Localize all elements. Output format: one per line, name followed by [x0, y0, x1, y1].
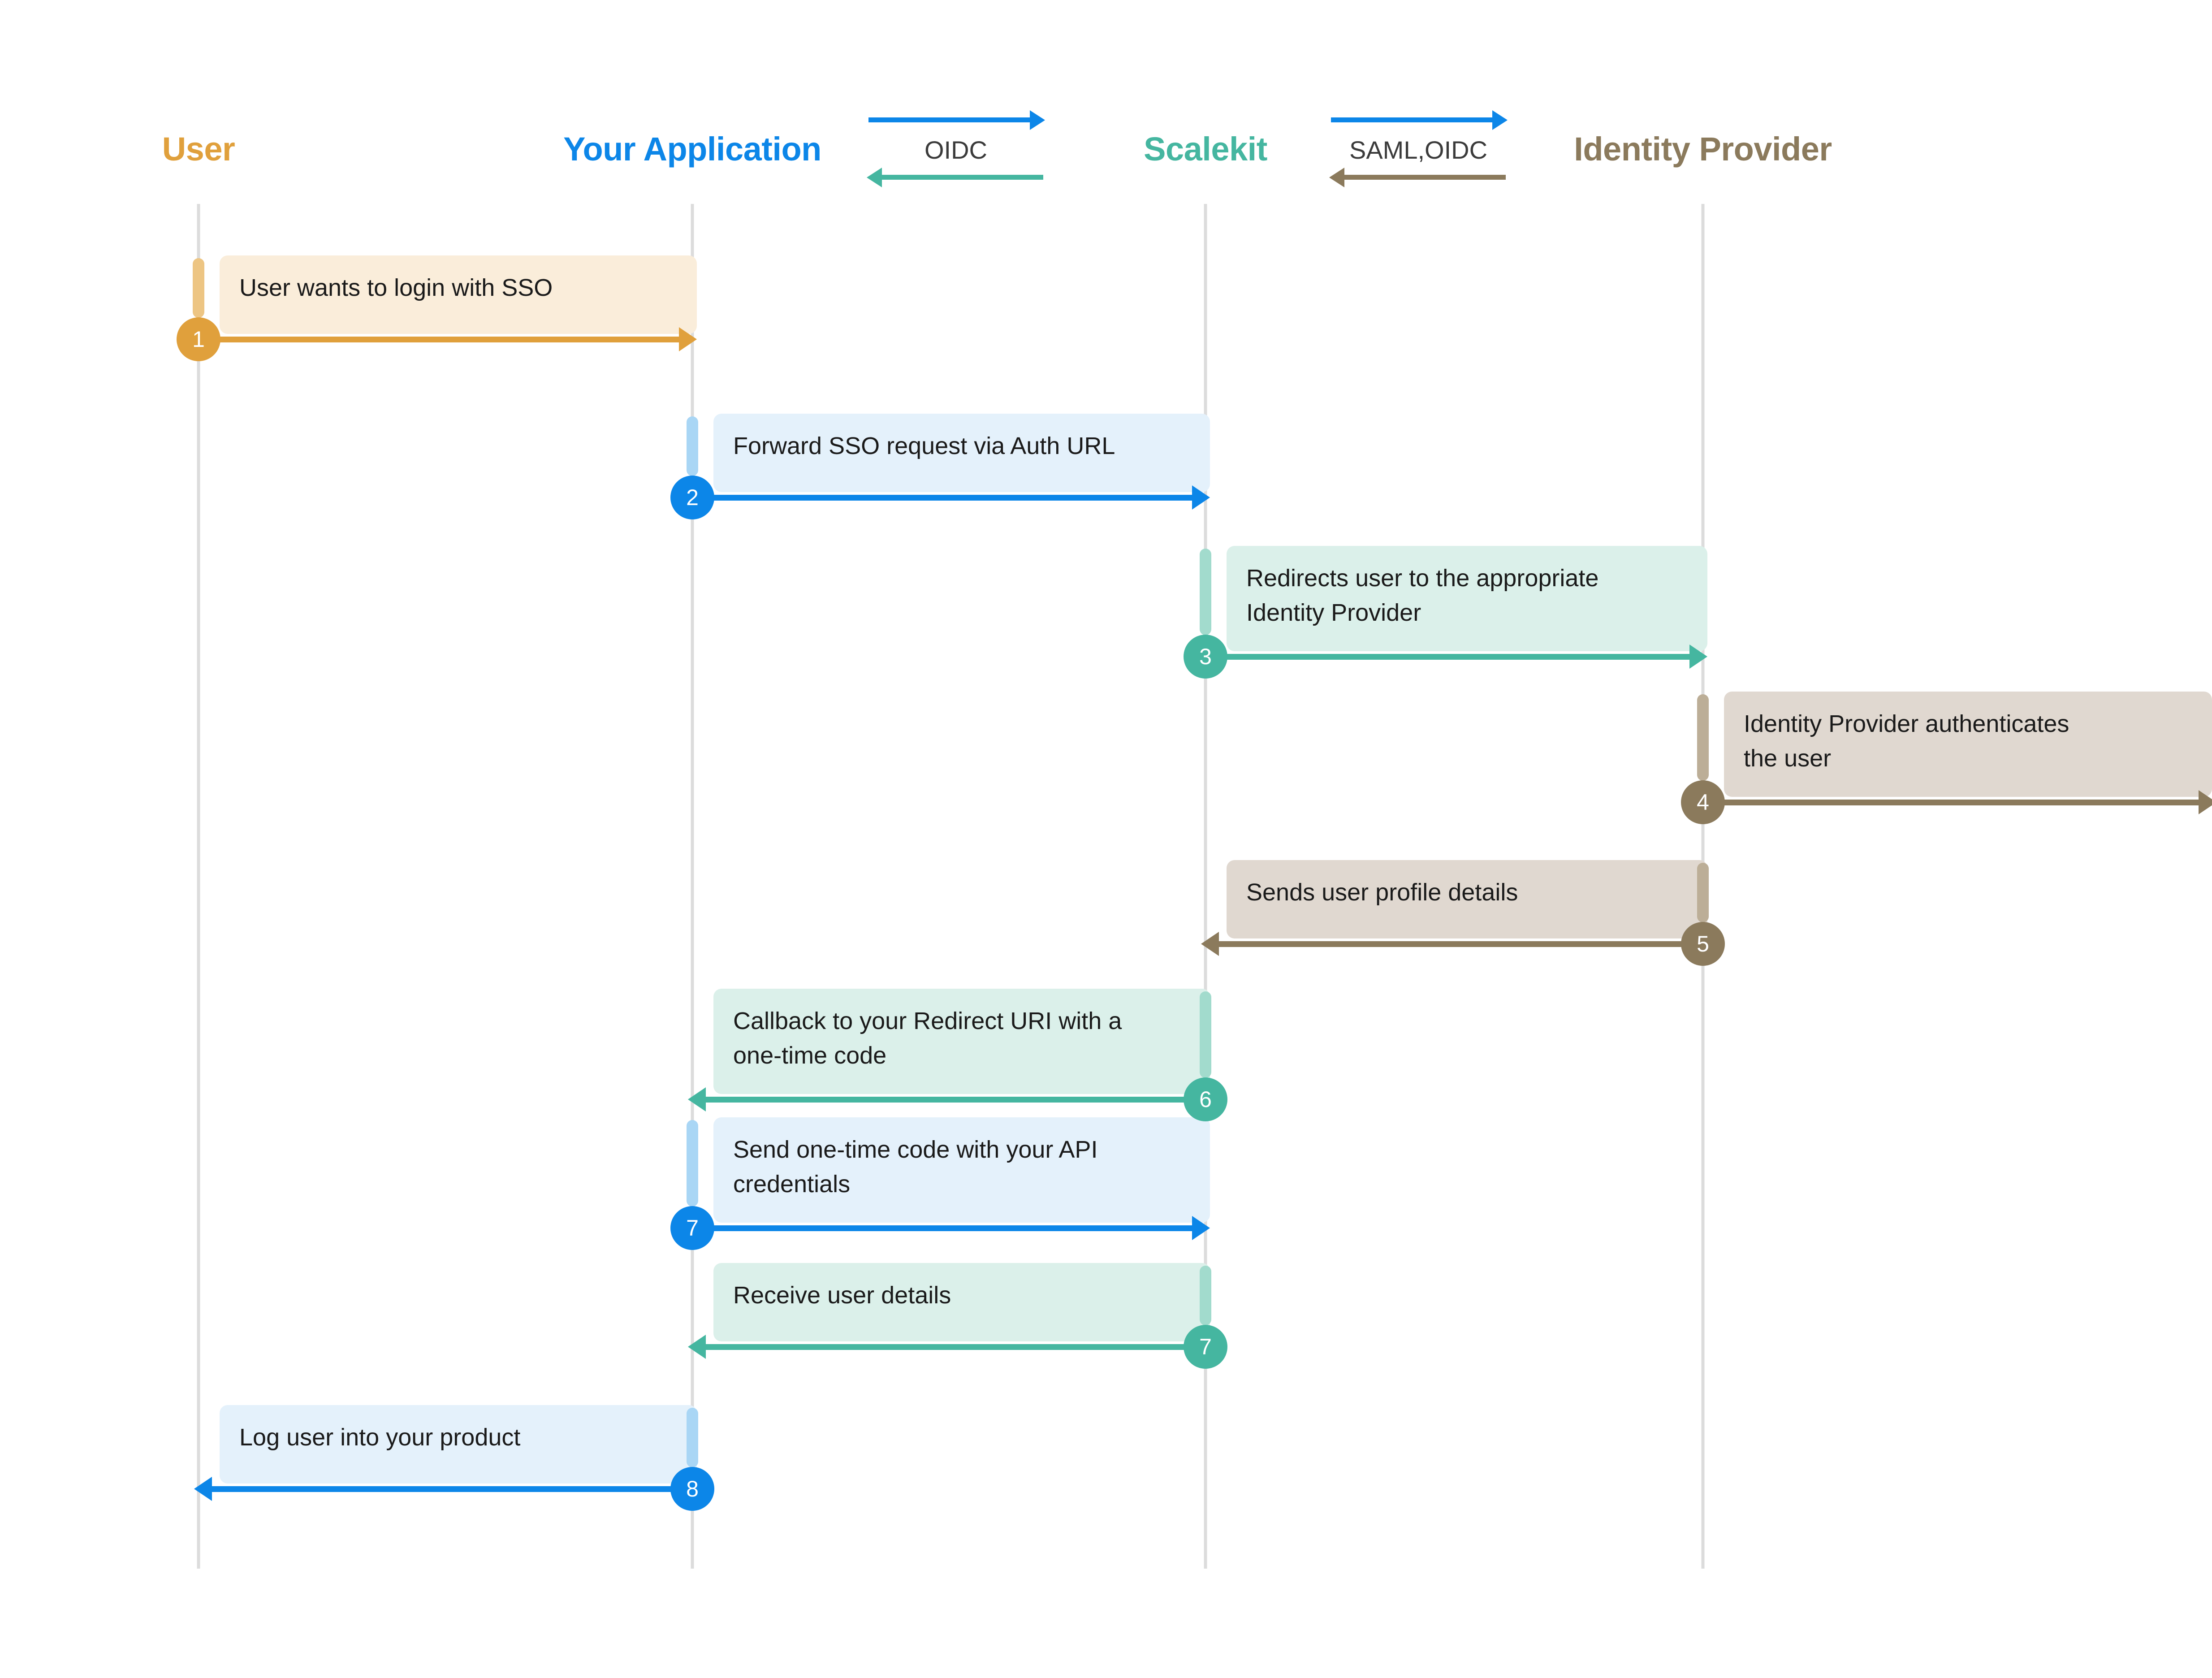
step-note-5-4: Sends user profile details	[1227, 860, 1707, 938]
activation-bar-user-0	[193, 258, 204, 318]
participant-label-application: Your Application	[563, 130, 821, 168]
step-badge-3-2[interactable]: 3	[1184, 635, 1227, 679]
step-arrowhead-8-8	[194, 1477, 212, 1501]
step-note-6-5: Callback to your Redirect URI with a one…	[713, 989, 1210, 1094]
step-arrow-line-4-3	[1703, 800, 2200, 805]
step-arrowhead-7-7	[688, 1335, 706, 1359]
step-arrowhead-5-4	[1201, 932, 1219, 956]
step-badge-8-8[interactable]: 8	[670, 1467, 714, 1511]
step-note-2-1: Forward SSO request via Auth URL	[713, 414, 1210, 492]
step-badge-6-5[interactable]: 6	[1184, 1077, 1227, 1121]
step-note-4-3: Identity Provider authenticates the user	[1724, 692, 2212, 797]
protocol-forward-arrowhead-saml-oidc	[1492, 110, 1508, 130]
protocol-forward-line-saml-oidc	[1331, 117, 1492, 122]
step-arrow-line-7-7	[704, 1344, 1205, 1350]
participant-label-user: User	[162, 130, 235, 168]
step-badge-4-3[interactable]: 4	[1681, 780, 1725, 824]
activation-bar-application-6	[687, 1120, 698, 1207]
step-arrow-line-2-1	[692, 495, 1194, 501]
protocol-forward-line-oidc	[868, 117, 1030, 122]
step-badge-7-7[interactable]: 7	[1184, 1325, 1227, 1369]
activation-bar-scalekit-2	[1200, 549, 1211, 635]
step-note-7-6: Send one-time code with your API credent…	[713, 1117, 1210, 1223]
step-note-3-2: Redirects user to the appropriate Identi…	[1227, 546, 1707, 651]
step-note-text: Redirects user to the appropriate Identi…	[1246, 565, 1599, 626]
step-note-7-7: Receive user details	[713, 1263, 1210, 1341]
step-note-text: Callback to your Redirect URI with a one…	[733, 1008, 1122, 1069]
step-badge-7-6[interactable]: 7	[670, 1206, 714, 1250]
protocol-label-saml-oidc: SAML,OIDC	[1349, 136, 1488, 164]
activation-bar-identity_provider-3	[1697, 694, 1709, 781]
step-note-8-8: Log user into your product	[220, 1405, 697, 1483]
activation-bar-scalekit-7	[1200, 1266, 1211, 1325]
step-note-text: Sends user profile details	[1246, 879, 1518, 906]
step-arrowhead-1-0	[679, 327, 697, 351]
step-note-text: Receive user details	[733, 1282, 951, 1309]
step-note-1-0: User wants to login with SSO	[220, 255, 697, 334]
step-arrow-line-3-2	[1205, 654, 1691, 660]
step-arrow-line-1-0	[199, 337, 681, 342]
activation-bar-application-8	[687, 1408, 698, 1467]
step-arrow-line-5-4	[1217, 941, 1703, 947]
step-note-text: User wants to login with SSO	[239, 274, 553, 301]
step-badge-1-0[interactable]: 1	[177, 317, 220, 361]
step-badge-5-4[interactable]: 5	[1681, 922, 1725, 966]
protocol-label-oidc: OIDC	[925, 136, 987, 164]
step-arrowhead-3-2	[1689, 644, 1707, 669]
step-arrowhead-2-1	[1192, 485, 1210, 510]
step-note-text: Log user into your product	[239, 1424, 521, 1451]
protocol-return-line-saml-oidc	[1344, 175, 1506, 180]
participant-label-scalekit: Scalekit	[1144, 130, 1267, 168]
activation-bar-identity_provider-4	[1697, 863, 1709, 922]
step-arrow-line-7-6	[692, 1225, 1194, 1231]
step-arrowhead-4-3	[2199, 790, 2212, 814]
step-note-text: Send one-time code with your API credent…	[733, 1136, 1098, 1198]
protocol-return-line-oidc	[882, 175, 1043, 180]
activation-bar-scalekit-5	[1200, 991, 1211, 1078]
protocol-return-arrowhead-saml-oidc	[1329, 168, 1344, 187]
lifeline-scalekit	[1204, 204, 1207, 1569]
step-note-text: Forward SSO request via Auth URL	[733, 432, 1115, 459]
participant-label-identity_provider: Identity Provider	[1574, 130, 1832, 168]
step-badge-2-1[interactable]: 2	[670, 476, 714, 519]
step-arrow-line-6-5	[704, 1097, 1205, 1103]
activation-bar-application-1	[687, 416, 698, 476]
protocol-forward-arrowhead-oidc	[1030, 110, 1045, 130]
step-arrowhead-6-5	[688, 1087, 706, 1111]
step-arrow-line-8-8	[210, 1486, 692, 1492]
step-arrowhead-7-6	[1192, 1216, 1210, 1240]
step-note-text: Identity Provider authenticates the user	[1744, 710, 2069, 772]
lifeline-user	[197, 204, 200, 1569]
protocol-return-arrowhead-oidc	[867, 168, 882, 187]
lifeline-application	[691, 204, 694, 1569]
